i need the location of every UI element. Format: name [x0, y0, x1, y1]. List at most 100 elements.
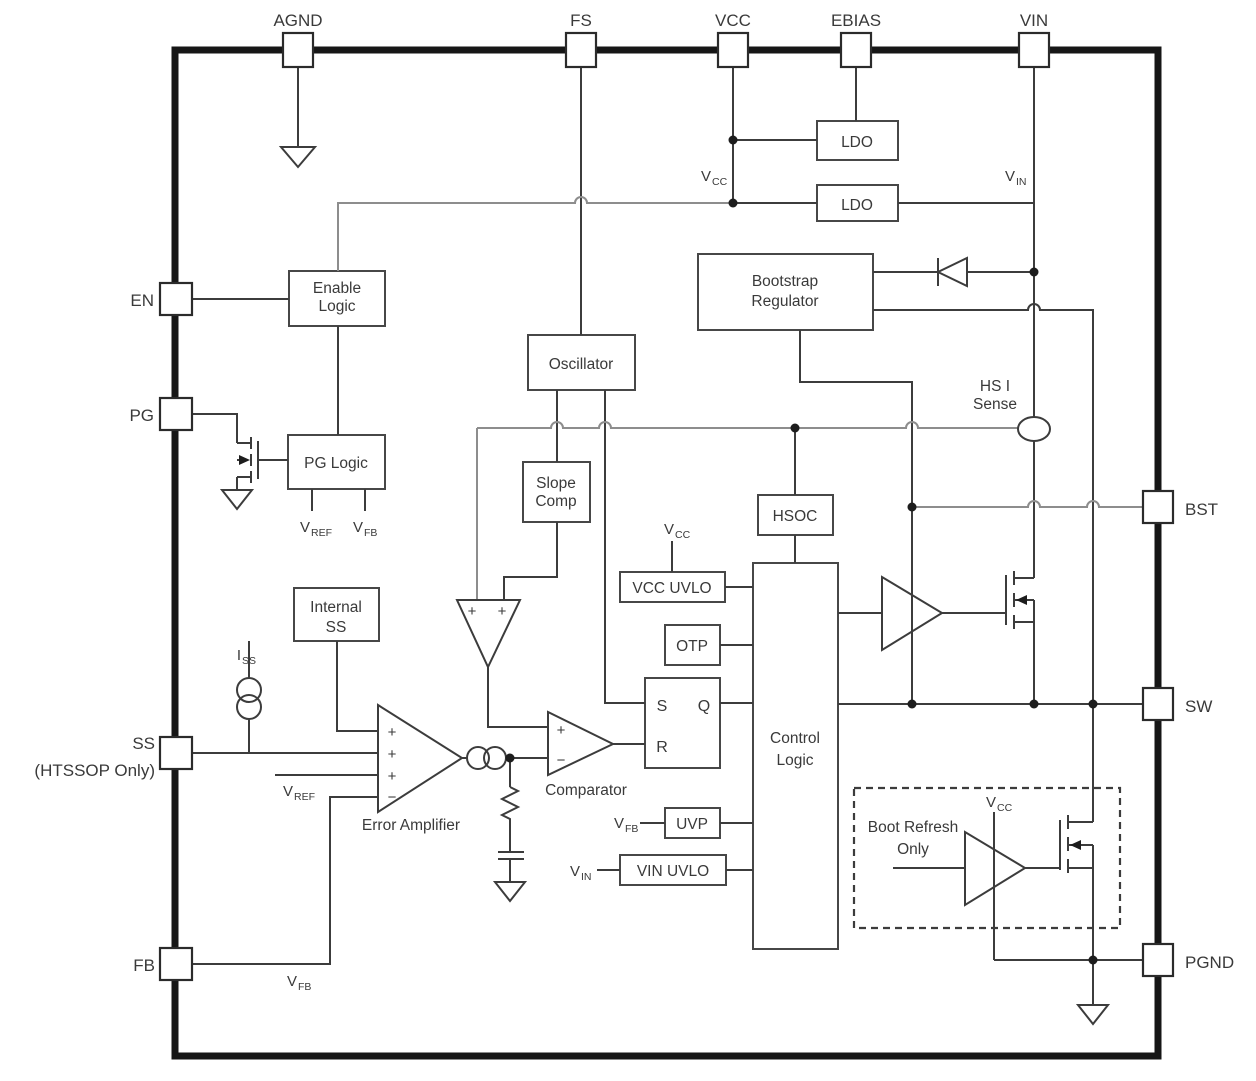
oscillator-label: Oscillator [549, 356, 614, 373]
boot-vcc-label-sub: CC [997, 802, 1013, 814]
vcc-uvlo-rail-label-sub: CC [675, 529, 691, 541]
pin-agnd-label: AGND [273, 11, 322, 30]
bus-bst [912, 500, 1143, 508]
junction-dot [790, 423, 800, 433]
boot-mosfet-arrow [1070, 840, 1081, 850]
iss-current-source-bottom [236, 694, 262, 720]
pg-logic-label: PG Logic [304, 455, 368, 472]
pin-vcc [716, 31, 750, 69]
fb-vfb-label: V [287, 973, 297, 990]
pg-mosfet [236, 437, 288, 490]
comparator-minus: − [557, 752, 566, 769]
pin-pg-label: PG [129, 406, 154, 425]
fb-vfb-label-sub: FB [298, 981, 311, 993]
block-otp [664, 624, 721, 666]
block-bootstrap-regulator [697, 253, 874, 331]
latch-q-label: Q [698, 698, 710, 715]
pin-en-label: EN [130, 291, 154, 310]
wire-bootstrap-to-bst [799, 330, 913, 507]
capacitor-symbol [498, 822, 524, 882]
internal-ss-label-1: Internal [310, 599, 362, 616]
pin-vin-label: VIN [1020, 11, 1048, 30]
iss-label-sub: SS [242, 655, 256, 667]
ic-boundary [171, 46, 1162, 1060]
comparator-plus: + [557, 722, 566, 739]
vin-uvlo-label: VIN UVLO [637, 863, 709, 880]
block-vcc-uvlo [619, 571, 726, 603]
vcc-rail-label: V [701, 168, 711, 185]
pg-vfb-label-sub: FB [364, 527, 377, 539]
ea-plus-3: + [388, 768, 397, 785]
pin-fs-label: FS [570, 11, 592, 30]
boot-refresh-label-1: Boot Refresh [868, 819, 958, 836]
boot-refresh-driver-symbol [964, 830, 1027, 907]
junction-dot [728, 135, 738, 145]
control-logic-label-2: Logic [776, 752, 813, 769]
vin-uvlo-rail-label: V [570, 863, 580, 880]
bus-current-sense [477, 421, 1018, 429]
pg-vref-label-sub: REF [311, 527, 332, 539]
junction-dot [907, 502, 917, 512]
control-logic-label-1: Control [770, 730, 820, 747]
pin-agnd [281, 31, 315, 69]
junction-dot [1029, 699, 1039, 709]
hs-i-sense-symbol [1017, 416, 1051, 442]
ldo-top-label: LDO [841, 134, 873, 151]
pin-bst-label: BST [1185, 500, 1218, 519]
gm-output-circle-right [483, 746, 507, 770]
internal-ss-label-2: SS [326, 619, 347, 636]
bootstrap-diode [935, 256, 968, 288]
pin-fb [158, 946, 194, 982]
comparator-symbol [547, 710, 616, 777]
agnd-ground-symbol [278, 146, 318, 169]
pin-vin [1017, 31, 1051, 69]
pg-ground-symbol [219, 489, 255, 511]
wire-internal-ss-to-ea [336, 641, 378, 732]
uvp-vfb-label: V [614, 815, 624, 832]
block-ldo-bottom [816, 184, 899, 222]
resistor-symbol [499, 786, 521, 822]
wire-fb-to-ea [192, 796, 378, 965]
vin-rail-label: V [1005, 168, 1015, 185]
comparator-label: Comparator [545, 782, 627, 799]
wire-slope-to-summer [503, 522, 558, 600]
block-pg-logic [287, 434, 386, 490]
hs-mosfet-arrow [1016, 595, 1027, 605]
wire-bootstrap-to-sw-rail [873, 303, 1094, 704]
pg-vref-label: V [300, 519, 310, 536]
vcc-rail-label-sub: CC [712, 176, 728, 188]
pin-vcc-label: VCC [715, 11, 751, 30]
junction-dot [1029, 267, 1039, 277]
pgnd-ground-symbol [1075, 1004, 1111, 1026]
block-oscillator [527, 334, 636, 391]
wire-pg-to-fet [192, 413, 238, 443]
ea-minus: − [388, 789, 397, 806]
vcc-uvlo-rail-label: V [664, 521, 674, 538]
pin-pg [158, 396, 194, 432]
pin-ss-label: SS [132, 734, 155, 753]
pin-ebias-label: EBIAS [831, 11, 881, 30]
block-vin-uvlo [619, 854, 727, 886]
pin-bst [1141, 489, 1175, 525]
junction-dot [1088, 955, 1098, 965]
hs-i-sense-label-1: HS I [980, 378, 1010, 395]
boot-refresh-label-2: Only [897, 841, 929, 858]
block-control-logic [752, 562, 839, 950]
pg-vfb-label: V [353, 519, 363, 536]
ea-vref-label: V [283, 783, 293, 800]
gate-driver-symbol [881, 575, 944, 652]
boot-mosfet [1059, 815, 1093, 873]
vin-uvlo-rail-label-sub: IN [581, 871, 592, 883]
boot-vcc-label: V [986, 794, 996, 811]
pin-ss [158, 735, 194, 771]
wire-summer-to-comparator [487, 667, 548, 728]
latch-r-label: R [656, 739, 668, 756]
pin-ebias [839, 31, 873, 69]
vcc-uvlo-label: VCC UVLO [632, 580, 711, 597]
bus-vcc-rail [337, 196, 733, 271]
pin-ss-note: (HTSSOP Only) [34, 761, 155, 780]
vin-rail-label-sub: IN [1016, 176, 1027, 188]
uvp-label: UVP [676, 816, 708, 833]
